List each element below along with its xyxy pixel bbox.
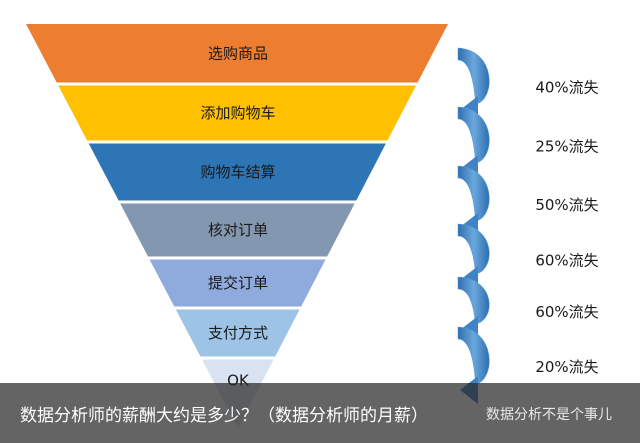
funnel-stage-label: 添加购物车 — [200, 104, 275, 122]
funnel-stage-4 — [120, 203, 355, 257]
funnel-stage-3 — [88, 143, 386, 201]
loss-label: 40%流失 — [535, 79, 598, 97]
watermark-text: 数据分析不是个事儿 — [486, 407, 612, 423]
caption-title: 数据分析师的薪酬大约是多少？（数据分析师的月薪） — [20, 406, 428, 426]
funnel-stage-label: 选购商品 — [208, 44, 268, 62]
funnel-stage-5 — [149, 259, 326, 307]
funnel-stage-label: 支付方式 — [208, 324, 268, 342]
funnel-stage-6 — [175, 309, 300, 357]
funnel-stage-label: 核对订单 — [208, 221, 268, 239]
loss-label: 25%流失 — [535, 138, 598, 156]
funnel-stage-2 — [58, 85, 417, 141]
loss-label: 20%流失 — [535, 358, 598, 376]
funnel-stage-1 — [26, 24, 448, 83]
loss-label: 60%流失 — [535, 303, 598, 321]
loss-label: 60%流失 — [535, 252, 598, 270]
caption-bar — [0, 383, 640, 443]
funnel-stage-label: 购物车结算 — [200, 163, 275, 181]
funnel-stage-label: 提交订单 — [208, 274, 268, 292]
loss-label: 50%流失 — [535, 196, 598, 214]
